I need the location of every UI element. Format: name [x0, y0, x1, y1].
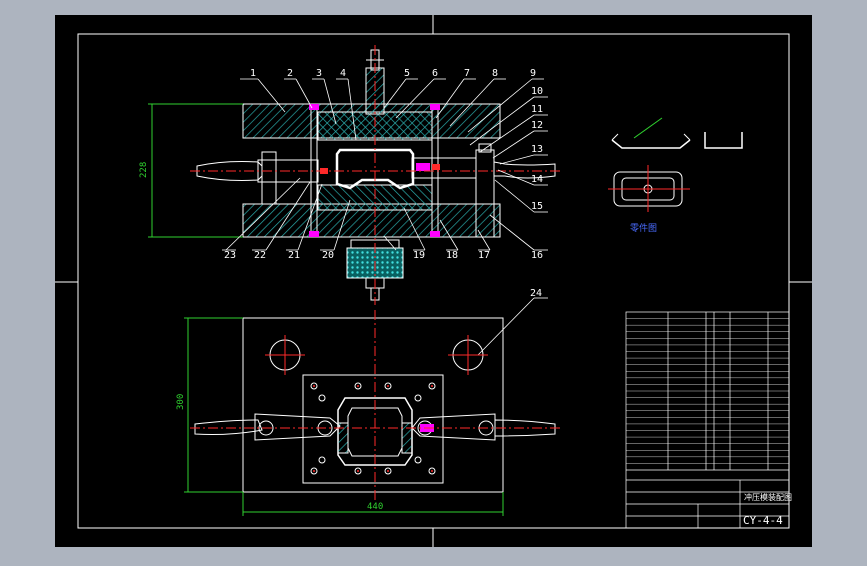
- part-number: 6: [432, 68, 438, 79]
- drawing-title: 冲压模装配图: [744, 492, 792, 502]
- leader-lines: [222, 78, 548, 356]
- die-set-outline: [302, 374, 444, 484]
- part-number: 13: [531, 144, 543, 155]
- part-number: 1: [250, 68, 256, 79]
- part-view-title: 零件图: [630, 222, 657, 234]
- border-ticks: [55, 15, 812, 547]
- dimension-228-label: 228: [139, 162, 149, 178]
- part-number: 17: [478, 250, 490, 261]
- part-number: 15: [531, 201, 543, 212]
- part-number: 20: [322, 250, 334, 261]
- bom-rows: [626, 318, 789, 464]
- part-number: 11: [531, 104, 543, 115]
- plan-view: 300 440: [176, 310, 560, 516]
- part-number: 16: [531, 250, 543, 261]
- part-number: 12: [531, 120, 543, 131]
- part-number: 23: [224, 250, 236, 261]
- workpiece: [335, 148, 415, 190]
- base-plate-outline: [242, 317, 504, 493]
- section-view: 22 8: [139, 45, 560, 305]
- clamp-pillar-left: [261, 151, 277, 205]
- part-number: 10: [531, 86, 543, 97]
- part-number: 4: [340, 68, 346, 79]
- part-number: 8: [492, 68, 498, 79]
- part-number: 19: [413, 250, 425, 261]
- part-number: 5: [404, 68, 410, 79]
- toggle-handle-right: [493, 161, 556, 179]
- part-detail: [608, 117, 743, 212]
- part-number: 3: [316, 68, 322, 79]
- dimension-228: [148, 103, 243, 238]
- part-number: 7: [464, 68, 470, 79]
- dimension-440-label: 440: [367, 502, 383, 512]
- part-number: 21: [288, 250, 300, 261]
- part-number: 24: [530, 288, 542, 299]
- plan-handle-left: [194, 419, 263, 435]
- part-number: 22: [254, 250, 266, 261]
- part-number: 14: [531, 174, 543, 185]
- toggle-handle-left: [196, 161, 263, 181]
- part-number-labels: 1 2 3 4 5 6 7 8 9 10 11 12 13 14 15 16 1…: [224, 68, 543, 299]
- part-number: 9: [530, 68, 536, 79]
- drawing-sheet: [55, 15, 812, 547]
- part-number: 18: [446, 250, 458, 261]
- part-number: 2: [287, 68, 293, 79]
- drawing-code: CY-4-4: [743, 514, 783, 527]
- clamp-pillar-right: [475, 149, 495, 238]
- plan-handle-right: [494, 419, 556, 437]
- dimension-300-label: 300: [176, 394, 186, 410]
